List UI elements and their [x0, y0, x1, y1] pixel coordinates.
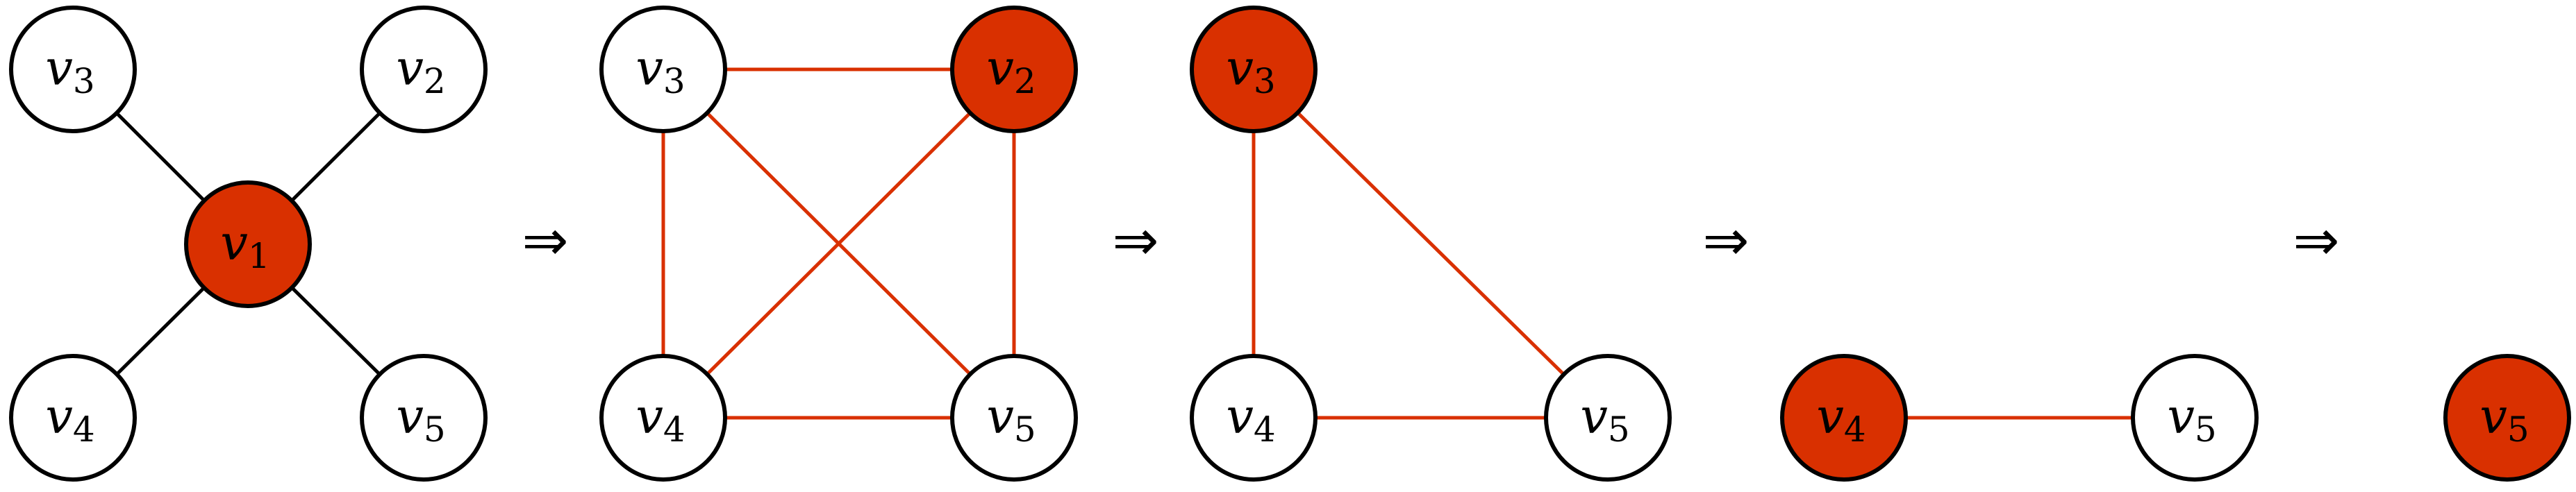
implies-arrow-1: ⇒	[522, 208, 568, 273]
vertex-label: v3	[1226, 40, 1275, 101]
vertex-label-subscript: 3	[73, 61, 95, 101]
vertex-label: v2	[986, 40, 1036, 101]
vertex-label-subscript: 2	[424, 61, 446, 101]
vertex-label-base: v	[986, 388, 1014, 445]
vertex-label: v4	[45, 388, 94, 450]
arrows-layer: ⇒ ⇒ ⇒ ⇒	[522, 208, 2339, 273]
vertex-label-subscript: 3	[1254, 61, 1276, 101]
vertex-label: v5	[2479, 388, 2529, 450]
vertex-label-subscript: 5	[1608, 409, 1630, 450]
vertex-label-subscript: 4	[1254, 409, 1276, 450]
vertex-stage5-v5: v5	[2443, 354, 2571, 482]
vertex-circle	[950, 6, 1078, 133]
implies-arrow-2: ⇒	[1112, 208, 1158, 273]
vertex-label: v3	[45, 40, 94, 101]
vertex-circle	[950, 354, 1078, 482]
vertex-label: v5	[2167, 388, 2216, 450]
vertex-stage4-v4: v4	[1780, 354, 1908, 482]
vertex-label-subscript: 5	[2507, 409, 2529, 450]
vertex-circle	[9, 6, 137, 133]
vertex-stage1-v5: v5	[360, 354, 488, 482]
vertex-stage1-v1: v1	[184, 180, 312, 308]
vertex-circle	[2131, 354, 2259, 482]
vertex-label: v2	[396, 40, 445, 101]
vertex-label-base: v	[2479, 388, 2507, 445]
vertex-label-base: v	[220, 214, 248, 271]
vertex-label-base: v	[635, 40, 663, 96]
vertex-label-base: v	[2167, 388, 2195, 445]
vertex-label: v5	[396, 388, 445, 450]
vertex-label-base: v	[45, 40, 73, 96]
vertex-circle	[1190, 354, 1318, 482]
vertex-circle	[1780, 354, 1908, 482]
vertex-label-base: v	[1816, 388, 1844, 445]
vertex-label-subscript: 4	[1844, 409, 1866, 450]
vertex-label: v3	[635, 40, 685, 101]
vertex-label: v5	[1580, 388, 1629, 450]
vertex-label-base: v	[396, 388, 424, 445]
vertex-circle	[9, 354, 137, 482]
vertex-label-base: v	[1226, 40, 1254, 96]
vertex-stage2-v3: v3	[599, 6, 727, 133]
vertex-circle	[1544, 354, 1672, 482]
vertex-label: v5	[986, 388, 1036, 450]
vertex-label-subscript: 3	[663, 61, 685, 101]
vertex-label-base: v	[1226, 388, 1254, 445]
vertex-label-subscript: 5	[1014, 409, 1036, 450]
vertex-circle	[2443, 354, 2571, 482]
vertex-label-subscript: 4	[663, 409, 685, 450]
vertex-label-subscript: 1	[248, 236, 270, 276]
vertex-label-base: v	[986, 40, 1014, 96]
vertex-label: v4	[1816, 388, 1865, 450]
vertex-label-subscript: 4	[73, 409, 95, 450]
vertex-label-subscript: 5	[424, 409, 446, 450]
edge-stage2-v2-v4	[662, 68, 1015, 419]
vertex-stage1-v4: v4	[9, 354, 137, 482]
vertex-label-base: v	[45, 388, 73, 445]
vertex-circle	[360, 354, 488, 482]
vertex-label-base: v	[1580, 388, 1608, 445]
vertex-stage2-v4: v4	[599, 354, 727, 482]
vertex-stage4-v5: v5	[2131, 354, 2259, 482]
vertex-stage1-v2: v2	[360, 6, 488, 133]
implies-arrow-4: ⇒	[2293, 208, 2339, 273]
implies-arrow-3: ⇒	[1702, 208, 1749, 273]
vertex-circle	[184, 180, 312, 308]
vertex-stage3-v5: v5	[1544, 354, 1672, 482]
vertex-stage2-v5: v5	[950, 354, 1078, 482]
vertex-circle	[599, 6, 727, 133]
vertex-circle	[360, 6, 488, 133]
vertex-circle	[1190, 6, 1318, 133]
vertex-label-base: v	[635, 388, 663, 445]
vertex-label: v4	[635, 388, 685, 450]
vertex-stage1-v3: v3	[9, 6, 137, 133]
vertex-stage3-v4: v4	[1190, 354, 1318, 482]
vertex-stage2-v2: v2	[950, 6, 1078, 133]
vertex-circle	[599, 354, 727, 482]
vertex-label-subscript: 5	[2195, 409, 2217, 450]
vertex-label-base: v	[396, 40, 424, 96]
vertex-label: v4	[1226, 388, 1275, 450]
vertex-label-subscript: 2	[1014, 61, 1036, 101]
vertex-stage3-v3: v3	[1190, 6, 1318, 133]
vertex-label: v1	[220, 214, 269, 276]
edge-stage3-v3-v5	[1252, 68, 1609, 419]
